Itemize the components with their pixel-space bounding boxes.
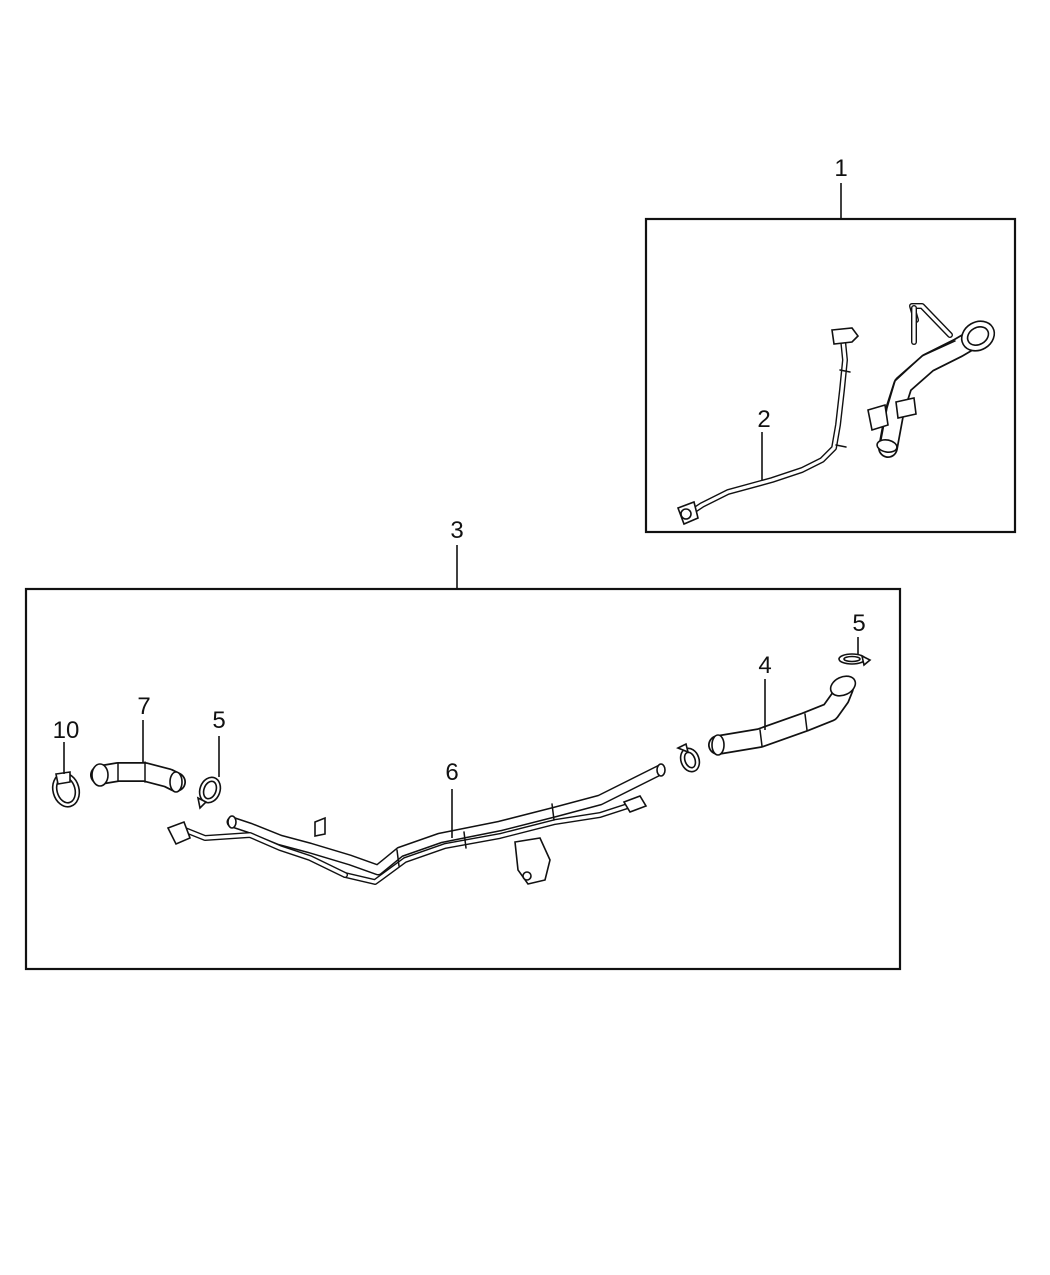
callout-6: 6 — [445, 759, 458, 786]
callout-1: 1 — [834, 155, 847, 182]
filler-neck-assembly — [867, 303, 996, 458]
clamp-part-5-right — [838, 653, 872, 667]
callout-5-left: 5 — [212, 707, 225, 734]
callout-2: 2 — [757, 406, 770, 433]
assembly-3-frame — [24, 587, 902, 971]
clamp-near-hose — [676, 742, 701, 773]
callout-4: 4 — [758, 652, 771, 679]
vent-tube-part-2 — [676, 327, 860, 526]
clamp-part-5-left — [196, 776, 222, 810]
callout-5-right: 5 — [852, 610, 865, 637]
hose-part-4 — [708, 675, 857, 756]
assembly-1-group: 1 2 — [644, 155, 1017, 534]
filler-tube-part-6 — [166, 763, 666, 885]
callout-10: 10 — [53, 717, 80, 744]
callout-3: 3 — [450, 517, 463, 544]
hose-part-7 — [90, 761, 186, 793]
assembly-3-group: 3 4 5 — [24, 517, 902, 971]
callout-7: 7 — [137, 693, 150, 720]
assembly-1-frame — [644, 217, 1017, 534]
clamp-part-10 — [51, 771, 81, 808]
